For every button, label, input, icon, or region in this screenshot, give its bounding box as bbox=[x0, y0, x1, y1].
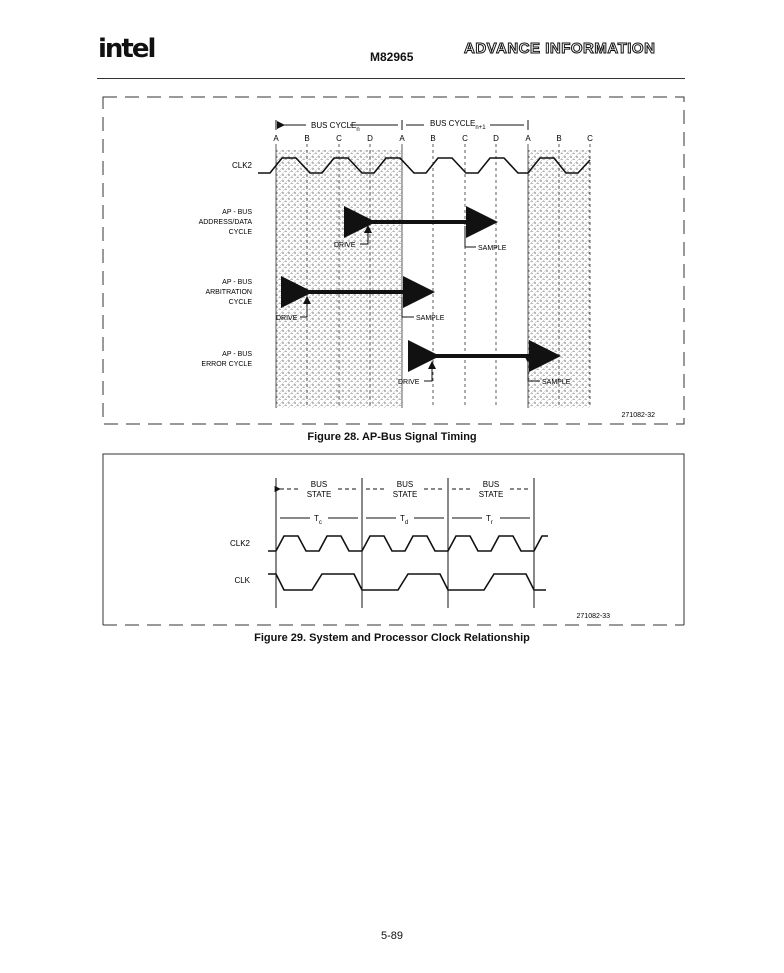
arbitration-sample-leader bbox=[401, 297, 414, 318]
phase-label: D bbox=[493, 134, 499, 143]
phase-label: B bbox=[430, 134, 435, 143]
svg-text:AP - BUS: AP - BUS bbox=[222, 279, 252, 286]
figure-29-diagram: BUS STATE BUS STATE BUS STATE Tc Td Tr C… bbox=[102, 453, 685, 626]
intel-logo: intel bbox=[98, 34, 156, 64]
figure-28-diagram: BUS CYCLEn BUS CYCLEn+1 A B C D A B C D … bbox=[102, 96, 685, 425]
figure-28-frame bbox=[102, 96, 685, 425]
figure-28-ref: 271082-32 bbox=[622, 412, 656, 419]
bus-state-1: BUS bbox=[311, 480, 327, 489]
figure-29-frame bbox=[102, 453, 685, 625]
state-3: STATE bbox=[479, 490, 504, 499]
t-r-label: Tr bbox=[486, 514, 493, 526]
figure-29-caption: Figure 29. System and Processor Clock Re… bbox=[254, 632, 530, 644]
error-sample-leader bbox=[524, 355, 540, 382]
svg-text:ADDRESS/DATA: ADDRESS/DATA bbox=[199, 219, 253, 226]
address-data-sample: SAMPLE bbox=[478, 245, 507, 252]
svg-text:CYCLE: CYCLE bbox=[229, 229, 253, 236]
arbitration-drive-leader bbox=[300, 296, 311, 318]
clk-label: CLK bbox=[234, 576, 250, 585]
svg-text:ARBITRATION: ARBITRATION bbox=[205, 289, 252, 296]
phase-label: B bbox=[556, 134, 561, 143]
figure-29-ref: 271082-33 bbox=[577, 613, 611, 620]
address-data-sample-leader bbox=[464, 226, 476, 248]
clk2-label: CLK2 bbox=[232, 161, 253, 170]
clk2-label: CLK2 bbox=[230, 539, 251, 548]
t-c-label: Tc bbox=[314, 514, 322, 526]
phase-label: D bbox=[367, 134, 373, 143]
bus-cycle-n-label: BUS CYCLEn bbox=[311, 121, 360, 133]
error-drive-leader bbox=[424, 361, 436, 382]
clk2-waveform bbox=[268, 535, 548, 552]
error-drive: DRIVE bbox=[398, 379, 420, 386]
header-rule bbox=[97, 78, 685, 79]
bus-cycle-n1-label: BUS CYCLEn+1 bbox=[430, 119, 486, 131]
svg-text:AP - BUS: AP - BUS bbox=[222, 351, 252, 358]
address-data-drive-leader bbox=[360, 225, 372, 245]
bus-state-2: BUS bbox=[397, 480, 413, 489]
t-d-label: Td bbox=[400, 514, 408, 526]
phase-labels: A B C D A B C D A B C bbox=[273, 134, 593, 143]
arbitration-sample: SAMPLE bbox=[416, 315, 445, 322]
error-sample: SAMPLE bbox=[542, 379, 571, 386]
page-number: 5-89 bbox=[380, 930, 404, 942]
row-arbitration-label: AP - BUS ARBITRATION CYCLE bbox=[205, 279, 252, 306]
phase-label: B bbox=[304, 134, 309, 143]
row-error-label: AP - BUS ERROR CYCLE bbox=[201, 351, 252, 368]
part-number: M82965 bbox=[370, 50, 414, 64]
phase-label: C bbox=[462, 134, 468, 143]
figure-28-caption: Figure 28. AP-Bus Signal Timing bbox=[307, 431, 477, 443]
state-1: STATE bbox=[307, 490, 332, 499]
arbitration-drive: DRIVE bbox=[276, 315, 298, 322]
phase-label: A bbox=[399, 134, 405, 143]
phase-label: C bbox=[587, 134, 593, 143]
clk2-waveform bbox=[258, 157, 591, 174]
bus-state-3: BUS bbox=[483, 480, 499, 489]
phase-label: C bbox=[336, 134, 342, 143]
phase-label: A bbox=[525, 134, 531, 143]
svg-text:ERROR CYCLE: ERROR CYCLE bbox=[201, 361, 252, 368]
advance-information-banner: ADVANCE INFORMATION bbox=[463, 40, 656, 58]
svg-text:AP - BUS: AP - BUS bbox=[222, 209, 252, 216]
state-2: STATE bbox=[393, 490, 418, 499]
phase-label: A bbox=[273, 134, 279, 143]
address-data-drive: DRIVE bbox=[334, 242, 356, 249]
svg-text:CYCLE: CYCLE bbox=[229, 299, 253, 306]
state-dividers bbox=[275, 478, 535, 608]
clk-waveform bbox=[268, 573, 546, 591]
bus-cycle-brackets bbox=[275, 120, 529, 130]
row-address-data-label: AP - BUS ADDRESS/DATA CYCLE bbox=[199, 209, 253, 236]
